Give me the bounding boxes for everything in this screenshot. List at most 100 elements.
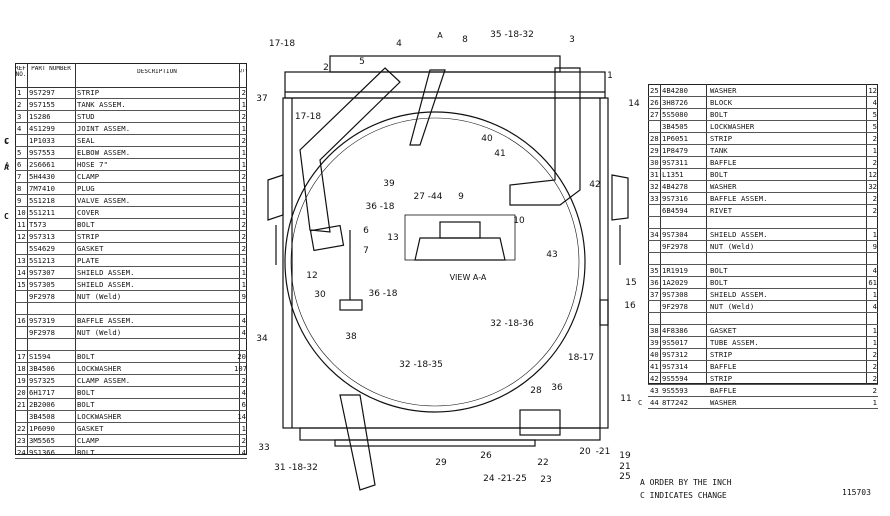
row-description: BOLT bbox=[710, 111, 728, 119]
row-part-number: 9S1366 bbox=[29, 449, 55, 457]
row-part-number: 9S7314 bbox=[662, 363, 688, 371]
row-description: PLATE bbox=[77, 257, 100, 265]
row-qty: 1 bbox=[241, 281, 246, 289]
callout-12: 12 bbox=[306, 271, 317, 281]
row-ref: 30 bbox=[650, 159, 659, 167]
row-description: HOSE 7" bbox=[77, 161, 108, 169]
table-row bbox=[15, 339, 247, 351]
row-part-number: 3B4508 bbox=[29, 413, 55, 421]
row-qty: 5 bbox=[872, 111, 877, 119]
row-part-number: S1594 bbox=[29, 353, 51, 361]
row-description: BAFFLE bbox=[710, 363, 737, 371]
row-ref: 1 bbox=[17, 89, 22, 97]
row-description: RIVET bbox=[710, 207, 733, 215]
row-description: SHIELD ASSEM. bbox=[77, 269, 135, 277]
row-qty: 4 bbox=[872, 267, 877, 275]
row-ref: 2 bbox=[17, 101, 22, 109]
callout-33: 33 bbox=[258, 443, 269, 453]
row-part-number: 4F8386 bbox=[662, 327, 688, 335]
note-indicates-change: C INDICATES CHANGE bbox=[640, 491, 727, 500]
row-description: ELBOW ASSEM. bbox=[77, 149, 131, 157]
callout-10: 10 bbox=[513, 216, 525, 226]
row-qty: 2 bbox=[872, 135, 877, 143]
row-ref: 42 bbox=[650, 375, 659, 383]
row-description: BOLT bbox=[77, 389, 95, 397]
callout-8: 8 bbox=[462, 35, 468, 45]
row-description: NUT (Weld) bbox=[710, 303, 755, 311]
row-qty: 2 bbox=[872, 363, 877, 371]
row-part-number: 9S7311 bbox=[662, 159, 688, 167]
row-ref: 3 bbox=[17, 113, 22, 121]
table-row bbox=[15, 303, 247, 315]
row-part-number: 5H4430 bbox=[29, 173, 55, 181]
row-mark: C bbox=[638, 399, 643, 407]
row-qty: 1 bbox=[241, 125, 246, 133]
row-ref: 9 bbox=[17, 197, 22, 205]
row-qty: 1 bbox=[241, 425, 246, 433]
row-ref: 43 bbox=[650, 387, 659, 395]
callout-41: 41 bbox=[494, 149, 505, 159]
row-qty: 1 bbox=[241, 209, 246, 217]
row-qty: 1 bbox=[241, 101, 246, 109]
row-description: BOLT bbox=[710, 171, 728, 179]
row-qty: 4 bbox=[241, 317, 246, 325]
callout-11: 11 bbox=[620, 394, 631, 404]
row-ref: 31 bbox=[650, 171, 659, 179]
row-qty: 4 bbox=[872, 303, 877, 311]
callout-5: 5 bbox=[359, 57, 365, 67]
row-part-number: 1R1919 bbox=[662, 267, 688, 275]
callout-20: 20 bbox=[579, 447, 591, 457]
row-description: CLAMP bbox=[77, 437, 100, 445]
row-part-number: 9S5017 bbox=[662, 339, 688, 347]
row-description: LOCKWASHER bbox=[710, 123, 755, 131]
row-part-number: 9S5594 bbox=[662, 375, 688, 383]
callout-4: 4 bbox=[396, 39, 402, 49]
row-ref: 20 bbox=[17, 389, 26, 397]
row-mark: C bbox=[5, 137, 10, 145]
row-part-number: 7M7410 bbox=[29, 185, 55, 193]
row-part-number: 6B4594 bbox=[662, 207, 688, 215]
row-description: BOLT bbox=[77, 449, 95, 457]
row-description: STRIP bbox=[710, 375, 733, 383]
row-ref: 44 bbox=[650, 399, 659, 407]
row-description: BAFFLE ASSEM. bbox=[77, 317, 135, 325]
row-qty: 2 bbox=[872, 375, 877, 383]
row-description: CLAMP ASSEM. bbox=[77, 377, 131, 385]
row-qty: 61 bbox=[868, 279, 877, 287]
row-qty: 4 bbox=[241, 449, 246, 457]
callout-6: 6 bbox=[363, 226, 369, 236]
row-qty: 20 bbox=[237, 353, 246, 361]
row-part-number: 9S7308 bbox=[662, 291, 688, 299]
callout-32-18-36: 32 -18-36 bbox=[490, 319, 534, 329]
callout-43: 43 bbox=[546, 250, 557, 260]
row-ref: 40 bbox=[650, 351, 659, 359]
callout-26: 26 bbox=[480, 451, 492, 461]
row-description: PLUG bbox=[77, 185, 95, 193]
row-ref: 17 bbox=[17, 353, 26, 361]
row-ref: 27 bbox=[650, 111, 659, 119]
view-label: VIEW A-A bbox=[450, 273, 487, 282]
callout-37: 37 bbox=[256, 94, 267, 104]
callout-25: 25 bbox=[619, 472, 630, 482]
row-description: BOLT bbox=[77, 353, 95, 361]
row-ref: 16 bbox=[17, 317, 26, 325]
row-qty: 4 bbox=[872, 99, 877, 107]
row-part-number: 1A2029 bbox=[662, 279, 688, 287]
row-ref: 28 bbox=[650, 135, 659, 143]
row-description: WASHER bbox=[710, 87, 737, 95]
row-part-number: 3M5565 bbox=[29, 437, 55, 445]
row-part-number: 8T7242 bbox=[662, 399, 688, 407]
row-part-number: 9F2978 bbox=[29, 293, 55, 301]
callout-19: 19 bbox=[619, 451, 631, 461]
